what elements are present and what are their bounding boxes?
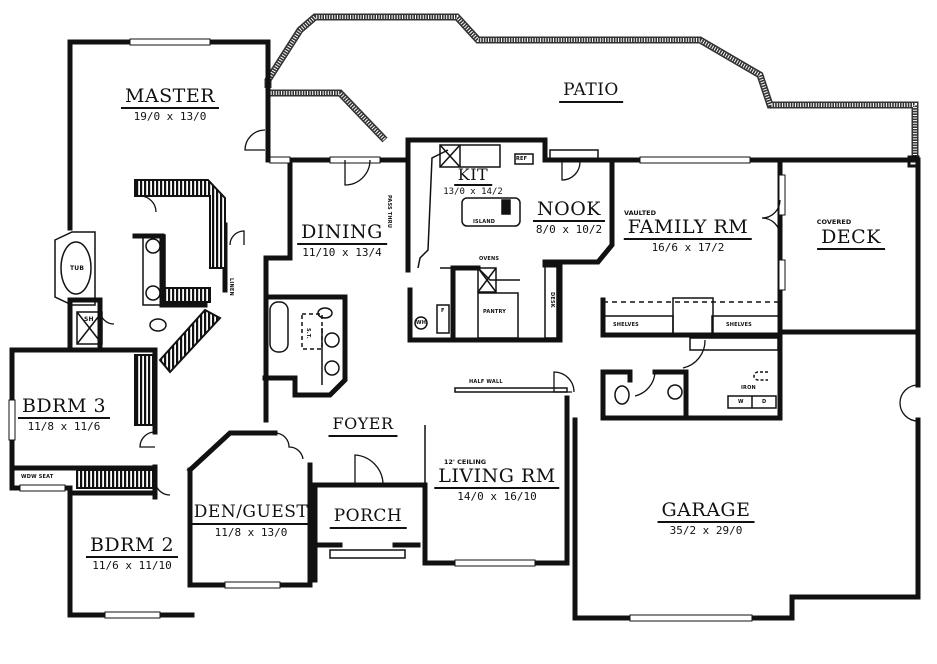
walls [9,39,921,621]
room-bdrm3: BDRM 3 11/8 x 11/6 [17,395,111,434]
room-name: MASTER [120,85,220,109]
pass-thru-label: PASS THRU [386,195,392,229]
room-deck: DECK [817,226,885,250]
room-name: DECK [817,226,885,250]
living-note: 12' CEILING [443,458,487,466]
room-kitchen: KIT 13/0 x 14/2 [443,165,503,198]
room-name: BDRM 3 [17,395,111,419]
room-dims: 11/8 x 13/0 [214,526,288,539]
family-note: VAULTED [623,209,657,217]
half-wall-label: HALF WALL [469,379,503,385]
room-name: DEN/GUEST [189,501,313,525]
iron-label: IRON [741,385,756,391]
room-dining: DINING 11/10 x 13/4 [297,221,387,260]
ovens-label: OVENS [479,256,500,262]
window-seat-label: WDW SEAT [21,474,54,480]
room-name: GARAGE [657,499,755,523]
room-living: LIVING RM 14/0 x 16/10 [434,465,560,504]
room-dims: 11/10 x 13/4 [302,246,382,259]
room-dims: 11/6 x 11/10 [92,559,172,572]
room-name: DINING [297,221,387,245]
tub-label: TUB [70,265,85,272]
room-name: LIVING RM [434,465,560,489]
washer-label: W [738,399,744,405]
linen-label: LINEN [228,278,234,296]
counters [54,144,781,559]
shelves-left-label: SHELVES [613,322,639,328]
room-porch: PORCH [329,505,407,529]
room-nook: NOOK 8/0 x 10/2 [533,198,605,237]
windows [8,38,786,622]
room-name: PORCH [329,505,407,529]
room-name: KIT [453,166,493,186]
room-dims: 11/8 x 11/6 [27,420,101,433]
seat-tub-label: S.T. [305,328,311,339]
room-master: MASTER 19/0 x 13/0 [120,85,220,124]
room-dims: 16/6 x 17/2 [651,241,725,254]
desk-label: DESK [549,292,555,308]
room-patio: PATIO [559,79,623,103]
room-name: PATIO [559,79,623,103]
pantry-label: PANTRY [483,309,507,315]
deck-note: COVERED [816,218,852,226]
room-dims: 19/0 x 13/0 [133,110,207,123]
room-dims: 13/0 x 14/2 [443,187,503,197]
room-bdrm2: BDRM 2 11/6 x 11/10 [85,534,179,573]
room-dims: 8/0 x 10/2 [535,223,603,236]
room-dims: 35/2 x 29/0 [669,524,743,537]
island-label: ISLAND [473,219,496,225]
dryer-label: D [762,399,767,405]
room-name: FOYER [328,413,398,437]
room-foyer: FOYER [328,413,398,437]
room-name: NOOK [533,198,605,222]
room-dims: 14/0 x 16/10 [457,490,537,503]
room-garage: GARAGE 35/2 x 29/0 [657,499,755,538]
furnace-label: F [441,308,445,314]
room-den-guest: DEN/GUEST 11/8 x 13/0 [189,501,313,540]
room-name: BDRM 2 [85,534,179,558]
shower-label: SH [84,316,94,323]
shelves-right-label: SHELVES [726,322,752,328]
room-name: FAMILY RM [623,216,753,240]
ref-label: REF [516,156,528,162]
room-family: FAMILY RM 16/6 x 17/2 [623,216,753,255]
water-heater-label: WH [416,320,427,326]
closets [76,179,226,489]
doors [99,129,919,496]
